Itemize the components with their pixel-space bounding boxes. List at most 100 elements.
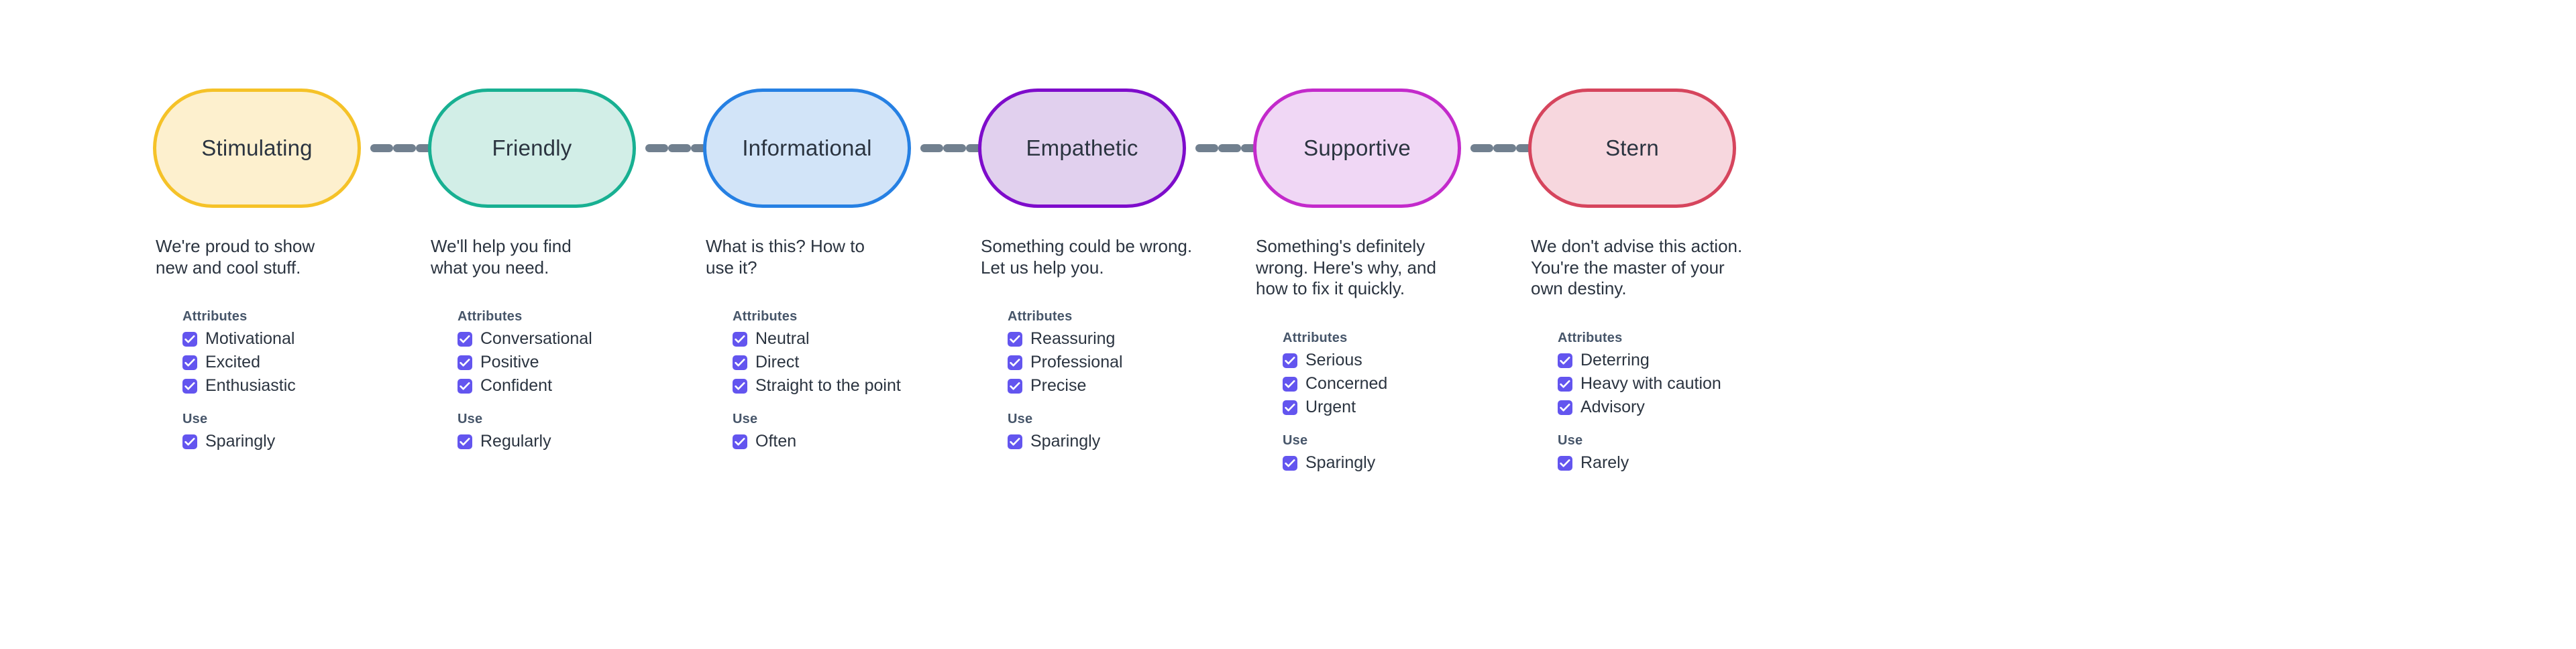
tone-pill-label: Stimulating xyxy=(201,135,313,160)
checkmark-icon[interactable] xyxy=(1008,355,1022,370)
use-heading: Use xyxy=(1008,412,1033,427)
use-checkbox-item[interactable]: Regularly xyxy=(458,433,592,450)
attribute-checkbox-item[interactable]: Enthusiastic xyxy=(182,377,296,394)
attribute-checkbox-item[interactable]: Urgent xyxy=(1283,399,1387,416)
attribute-label: Conversational xyxy=(480,329,592,349)
checkmark-icon[interactable] xyxy=(733,434,747,449)
attribute-label: Heavy with caution xyxy=(1580,374,1721,394)
attribute-label: Direct xyxy=(755,353,800,372)
attribute-checkbox-item[interactable]: Heavy with caution xyxy=(1558,375,1721,392)
checkmark-icon[interactable] xyxy=(1558,400,1572,415)
checkmark-icon[interactable] xyxy=(458,355,472,370)
attribute-label: Neutral xyxy=(755,329,810,349)
tone-pill[interactable]: Friendly xyxy=(428,88,636,208)
attribute-checkbox-item[interactable]: Concerned xyxy=(1283,375,1387,392)
attribute-label: Concerned xyxy=(1305,374,1388,394)
checkmark-icon[interactable] xyxy=(1558,376,1572,392)
use-checkbox-item[interactable]: Sparingly xyxy=(182,433,296,450)
dash-segment xyxy=(1195,144,1218,152)
tone-pill[interactable]: Stimulating xyxy=(153,88,361,208)
checkmark-icon[interactable] xyxy=(1008,434,1022,449)
checkmark-icon[interactable] xyxy=(1283,455,1297,471)
pill-row: Stimulating xyxy=(153,87,462,209)
attribute-label: Reassuring xyxy=(1030,329,1116,349)
checkmark-icon[interactable] xyxy=(182,331,197,347)
tone-pill[interactable]: Empathetic xyxy=(978,88,1186,208)
attribute-label: Excited xyxy=(205,353,260,372)
attributes-heading: Attributes xyxy=(1008,309,1073,324)
dash-segment xyxy=(1470,144,1493,152)
attribute-checkbox-item[interactable]: Conversational xyxy=(458,331,592,347)
checkmark-icon[interactable] xyxy=(458,378,472,394)
attributes-heading: Attributes xyxy=(733,309,798,324)
checkmark-icon[interactable] xyxy=(733,331,747,347)
checkmark-icon[interactable] xyxy=(1283,376,1297,392)
checkmark-icon[interactable] xyxy=(733,355,747,370)
attribute-checkbox-item[interactable]: Motivational xyxy=(182,331,296,347)
checkmark-icon[interactable] xyxy=(1283,400,1297,415)
use-label: Rarely xyxy=(1580,453,1629,473)
tone-pill[interactable]: Informational xyxy=(703,88,911,208)
checkmark-icon[interactable] xyxy=(1558,353,1572,368)
use-checkbox-item[interactable]: Sparingly xyxy=(1008,433,1123,450)
use-heading: Use xyxy=(458,412,483,427)
use-heading: Use xyxy=(733,412,758,427)
attribute-label: Precise xyxy=(1030,376,1087,396)
dash-segment xyxy=(370,144,393,152)
tone-description: We'll help you find what you need. xyxy=(431,236,572,278)
attribute-checkbox-item[interactable]: Precise xyxy=(1008,377,1123,394)
checkmark-icon[interactable] xyxy=(182,378,197,394)
dash-segment xyxy=(920,144,943,152)
attribute-checkbox-item[interactable]: Straight to the point xyxy=(733,377,901,394)
tone-description: Something's definitely wrong. Here's why… xyxy=(1256,236,1436,299)
attribute-checkbox-item[interactable]: Neutral xyxy=(733,331,901,347)
attribute-checkbox-item[interactable]: Serious xyxy=(1283,352,1387,369)
tone-description: What is this? How to use it? xyxy=(706,236,865,278)
attribute-label: Advisory xyxy=(1580,398,1645,417)
tone-pill-label: Empathetic xyxy=(1026,135,1138,160)
use-heading: Use xyxy=(182,412,208,427)
tone-pill-label: Supportive xyxy=(1303,135,1411,160)
attribute-checkbox-item[interactable]: Advisory xyxy=(1558,399,1721,416)
use-label: Often xyxy=(755,432,797,451)
pill-row: Supportive xyxy=(1253,87,1562,209)
checkmark-icon[interactable] xyxy=(1558,455,1572,471)
use-label: Sparingly xyxy=(1305,453,1376,473)
checkmark-icon[interactable] xyxy=(733,378,747,394)
use-label: Regularly xyxy=(480,432,551,451)
attribute-checkbox-item[interactable]: Deterring xyxy=(1558,352,1721,369)
attribute-checkbox-item[interactable]: Reassuring xyxy=(1008,331,1123,347)
dash-segment xyxy=(1218,144,1241,152)
checkmark-icon[interactable] xyxy=(182,355,197,370)
attribute-checkbox-item[interactable]: Confident xyxy=(458,377,592,394)
checkmark-icon[interactable] xyxy=(1008,378,1022,394)
attribute-checkbox-item[interactable]: Excited xyxy=(182,354,296,371)
tone-pill[interactable]: Stern xyxy=(1528,88,1736,208)
use-checkbox-item[interactable]: Often xyxy=(733,433,901,450)
attributes-heading: Attributes xyxy=(1558,331,1623,346)
use-checkbox-item[interactable]: Rarely xyxy=(1558,455,1721,471)
attribute-label: Straight to the point xyxy=(755,376,901,396)
checkmark-icon[interactable] xyxy=(458,331,472,347)
checkmark-icon[interactable] xyxy=(1008,331,1022,347)
attribute-checkbox-item[interactable]: Positive xyxy=(458,354,592,371)
tone-pill[interactable]: Supportive xyxy=(1253,88,1461,208)
attributes-heading: Attributes xyxy=(458,309,523,324)
use-checkbox-item[interactable]: Sparingly xyxy=(1283,455,1387,471)
checkmark-icon[interactable] xyxy=(182,434,197,449)
checkmark-icon[interactable] xyxy=(1283,353,1297,368)
attribute-checkbox-item[interactable]: Professional xyxy=(1008,354,1123,371)
checkmark-icon[interactable] xyxy=(458,434,472,449)
attribute-checkbox-item[interactable]: Direct xyxy=(733,354,901,371)
pill-row: Friendly xyxy=(428,87,737,209)
